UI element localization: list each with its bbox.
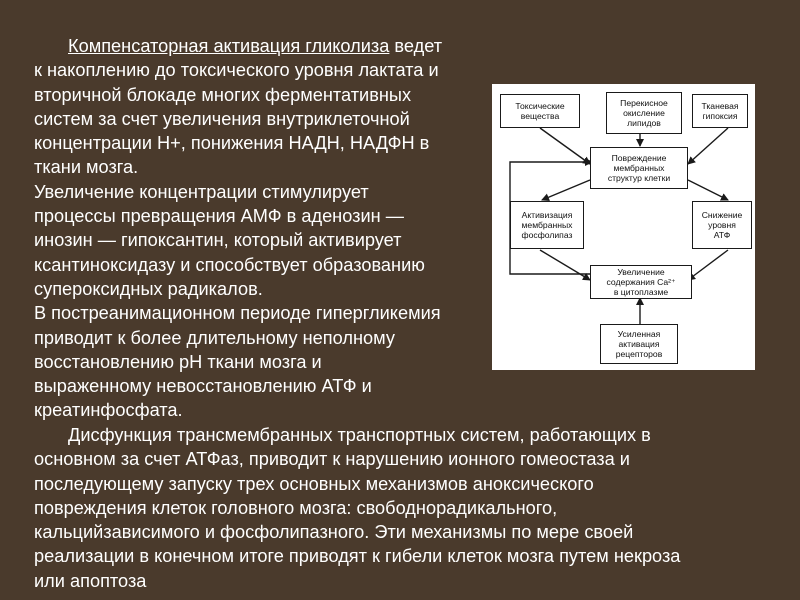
box-calcium-increase: Увеличение содержания Ca²⁺ в цитоплазме (590, 265, 692, 299)
paragraph-line: концентрации Н+, понижения НАДН, НАДФН в (34, 133, 430, 154)
paragraph-line: основном за счет АТФаз, приводит к наруш… (34, 449, 630, 470)
paragraph-line: ксантиноксидазу и способствует образован… (34, 254, 425, 275)
paragraph-line: ткани мозга. (34, 157, 139, 178)
paragraph-glycolysis: Компенсаторная активация гликолиза ведет… (34, 34, 442, 423)
paragraph-line: креатинфосфата. (34, 400, 183, 421)
arrow-atp-to-calcium (687, 249, 729, 281)
paragraph-line: В постреанимационном периоде гипергликем… (34, 303, 441, 324)
paragraph-line: последующему запуску трех основных механ… (34, 473, 594, 494)
arrow-hypoxia-to-damage (687, 127, 729, 165)
box-atp-decrease: Снижение уровня АТФ (692, 201, 752, 249)
paragraph-line: Дисфункция трансмембранных транспортных … (68, 425, 651, 445)
paragraph-line: приводит к более длительному неполному (34, 327, 395, 348)
paragraph-line: супероксидных радикалов. (34, 278, 263, 299)
paragraph-line: процессы превращения АМФ в аденозин — (34, 206, 404, 227)
paragraph-line: Увеличение концентрации стимулирует (34, 181, 369, 202)
paragraph-line: реализации в конечном итоге приводят к г… (34, 546, 681, 567)
paragraph-line: вторичной блокаде многих ферментативных (34, 84, 412, 105)
paragraph-line: систем за счет увеличения внутриклеточно… (34, 108, 410, 129)
paragraph-line: или апоптоза (34, 570, 147, 591)
box-toxic-substances: Токсические вещества (500, 94, 580, 128)
arrow-damage-to-atp (687, 179, 729, 201)
arrow-phospholipase-to-calcium (539, 249, 591, 281)
paragraph-line: выраженному невосстановлению АТФ и (34, 376, 372, 397)
underlined-lead: Компенсаторная активация гликолиза (68, 36, 390, 56)
paragraph-transport-dysfunction: Дисфункция трансмембранных транспортных … (34, 423, 680, 593)
paragraph-line: кальцийзависимого и фосфолипазного. Эти … (34, 522, 634, 543)
paragraph-line: инозин — гипоксантин, который активирует (34, 230, 402, 251)
box-membrane-damage: Повреждение мембранных структур клетки (590, 147, 688, 189)
arrow-toxic-to-damage (539, 127, 591, 165)
paragraph-line: Компенсаторная активация гликолиза ведет (68, 36, 443, 56)
paragraph-line: к накоплению до токсического уровня лакт… (34, 60, 439, 81)
paragraph-line: восстановлению рН ткани мозга и (34, 351, 322, 372)
box-phospholipase-activation: Активизация мембранных фосфолипаз (510, 201, 584, 249)
arrow-damage-to-phospholipase (541, 179, 591, 201)
box-lipid-peroxidation: Перекисное окисление липидов (606, 92, 682, 134)
mechanism-diagram: Токсические вещества Перекисное окислени… (492, 84, 755, 370)
box-receptor-activation: Усиленная активация рецепторов (600, 324, 678, 364)
paragraph-line: повреждения клеток головного мозга: своб… (34, 497, 558, 518)
box-tissue-hypoxia: Тканевая гипоксия (692, 94, 748, 128)
